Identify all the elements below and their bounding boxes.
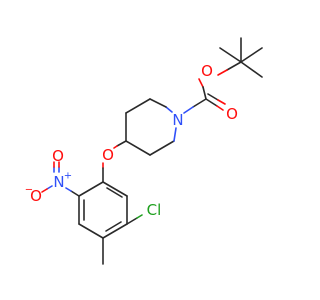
- bond-nitro-o-minus-blue: [46, 185, 53, 190]
- bond-nitro-o-minus-red: [41, 188, 48, 193]
- atom-label-n-nitro: N: [53, 173, 64, 191]
- charge-minus: −: [25, 185, 33, 196]
- atom-label-o-ester: O: [201, 62, 213, 80]
- bond-ring-n-c2-blue: [165, 106, 173, 113]
- oxygen-atom-nitro-minus: O −: [25, 185, 42, 206]
- atom-label-o-carbonyl: O: [226, 105, 238, 123]
- bond-ar-double-1: [106, 187, 123, 198]
- bond-ar-c3-c4: [102, 223, 128, 239]
- oxygen-atom-ester: O: [201, 62, 213, 80]
- atom-label-o-ether: O: [102, 146, 114, 164]
- charge-plus: +: [64, 171, 72, 182]
- oxygen-atom-ether: O: [102, 146, 114, 164]
- bond-tbu-oxygen: [226, 61, 242, 71]
- bond-carbonyl-nitrogen-blue: [183, 106, 194, 114]
- nitrogen-atom-piperidine: N: [172, 111, 183, 129]
- oxygen-atom-carbonyl: O: [226, 105, 238, 123]
- bond-tbu-methyl-right: [240, 47, 263, 63]
- bond-ar-cl: [126, 217, 138, 225]
- bond-ring-n-c2: [149, 98, 167, 108]
- bond-ar-c4-c5: [78, 223, 104, 239]
- bond-c4-ether: [116, 140, 127, 147]
- bond-ar-cl-green: [136, 214, 143, 219]
- atom-label-cl: Cl: [147, 201, 162, 219]
- bond-ar-double-2: [105, 221, 122, 232]
- bond-c4-ether-red: [113, 145, 118, 149]
- bond-tbu-methyl-down: [240, 61, 263, 78]
- bond-ring-c6-n-blue: [173, 127, 177, 142]
- bond-tbu-oxygen-red: [217, 69, 228, 76]
- bond-ester-o-carbon-red: [198, 78, 204, 88]
- bond-ring-c5-c6: [149, 140, 175, 156]
- nitrogen-atom-nitro: N +: [53, 171, 72, 192]
- bond-carbonyl-2-red: [217, 99, 226, 105]
- bond-ring-c4-c5: [125, 140, 151, 156]
- bond-ar-c1-c2: [102, 181, 128, 197]
- bond-ar-c6-c1: [78, 181, 104, 197]
- bond-carbonyl-2: [207, 93, 219, 101]
- molecule-structure: O O O N N + O − O Cl: [25, 37, 263, 265]
- bond-ar-nitro: [70, 190, 80, 197]
- bond-tbu-methyl-left: [219, 47, 242, 63]
- atom-label-n-piperidine: N: [172, 111, 183, 129]
- bond-ar-nitro-blue: [65, 187, 72, 192]
- oxygen-atom-nitro-double: O: [52, 147, 64, 165]
- bond-carbonyl-nitrogen: [192, 98, 207, 108]
- bond-ring-c2-c3: [125, 98, 151, 114]
- bond-carbonyl-1-red: [216, 105, 224, 111]
- atom-label-o-nitro-double: O: [52, 147, 64, 165]
- bond-ester-o-carbon: [202, 86, 207, 100]
- bond-carbonyl-1: [205, 98, 218, 107]
- chlorine-atom: Cl: [147, 201, 162, 219]
- atom-label-o-nitro-minus: O: [30, 187, 42, 205]
